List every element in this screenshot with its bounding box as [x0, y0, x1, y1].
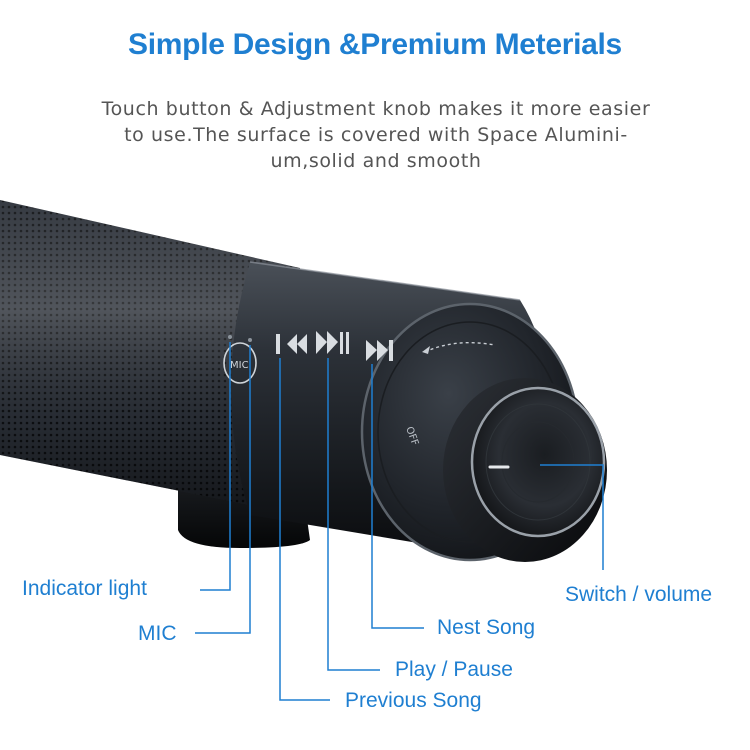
- leader-play-pause: [327, 358, 380, 671]
- callout-mic: MIC: [138, 622, 177, 645]
- description-line-2: to use.The surface is covered with Space…: [124, 124, 628, 146]
- mic-port: [223, 342, 257, 384]
- callout-next-song: Nest Song: [437, 616, 536, 639]
- leader-switch-volume: [540, 464, 604, 570]
- volume-knob[interactable]: [470, 386, 606, 538]
- leader-mic: [195, 345, 251, 634]
- play-pause-button[interactable]: [316, 331, 349, 354]
- feature-description: Touch button & Adjustment knob makes it …: [70, 96, 682, 174]
- indicator-light-dot-2: [248, 338, 252, 342]
- callout-previous-song: Previous Song: [345, 689, 482, 712]
- description-line-3: um,solid and smooth: [270, 150, 482, 172]
- indicator-light-dot-1: [228, 335, 232, 339]
- callout-indicator-light: Indicator light: [22, 577, 147, 600]
- next-song-button[interactable]: [366, 340, 393, 361]
- headline: Simple Design &Premium Meterials: [128, 28, 622, 61]
- callout-switch-volume: Switch / volume: [565, 583, 713, 606]
- mic-mark: MIC: [230, 360, 249, 371]
- leader-next-song: [371, 364, 424, 629]
- volume-arc: [424, 341, 496, 353]
- leader-previous-song: [279, 358, 330, 701]
- previous-song-button[interactable]: [276, 334, 307, 354]
- leader-indicator-light: [200, 342, 231, 591]
- callout-play-pause: Play / Pause: [395, 658, 513, 681]
- description-line-1: Touch button & Adjustment knob makes it …: [101, 98, 651, 120]
